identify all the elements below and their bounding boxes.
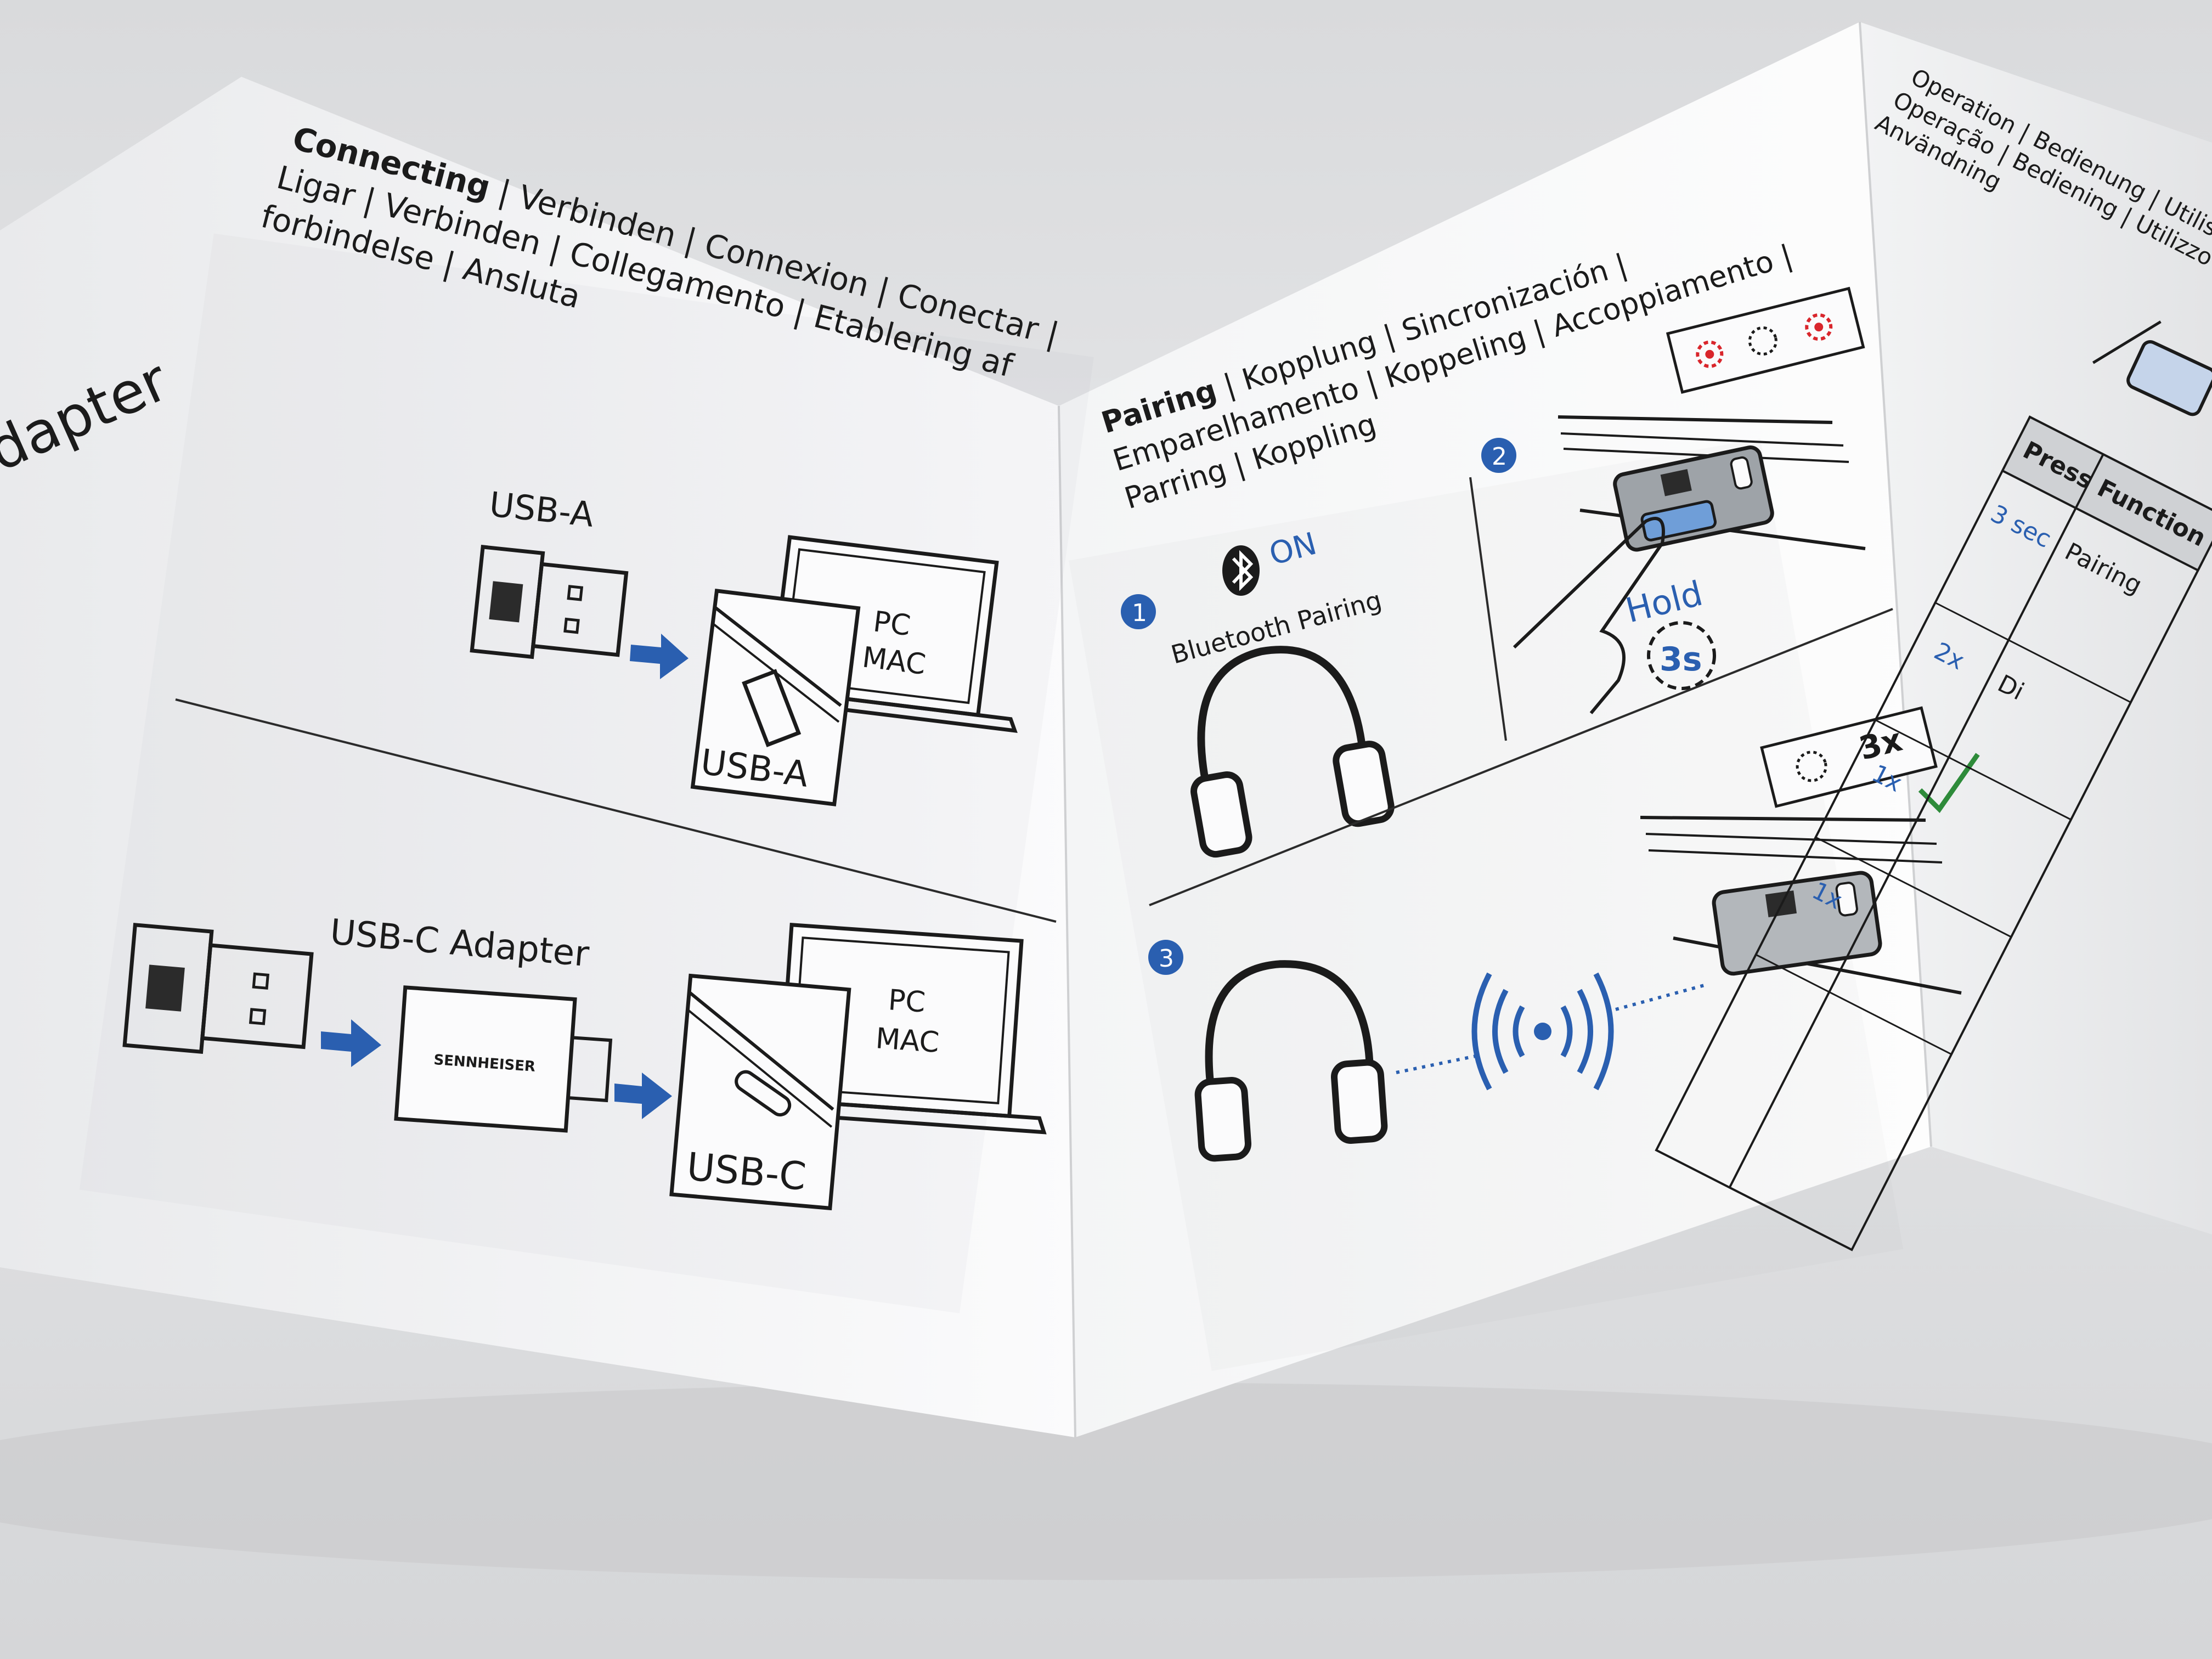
arrow-right-icon-3 [614, 1073, 672, 1119]
step-1-number: 1 [1132, 599, 1147, 627]
led-indicator-box [1666, 286, 1865, 394]
right-page [1860, 22, 2212, 1234]
timer-ring-icon [1647, 621, 1716, 690]
step-2-badge [1481, 438, 1516, 473]
left-divider [175, 698, 1057, 923]
show-through-left [79, 233, 1094, 1313]
blink-indicator-box [1760, 706, 1938, 808]
step-1-badge [1121, 594, 1156, 629]
finger-icon [1513, 517, 1665, 714]
step-divider-vertical [1469, 477, 1507, 741]
step-3-number: 3 [1159, 945, 1174, 973]
usb-c-adapter [394, 985, 613, 1133]
show-through-mid [1069, 438, 1904, 1371]
usb-c-port-label: USB-C [685, 1144, 808, 1199]
dotted-link-2 [1615, 983, 1707, 1011]
mac-label: MAC [860, 641, 927, 681]
usb-a-port-panel [690, 589, 861, 806]
fold-right [1859, 21, 1932, 1147]
dongle-side-icon [2092, 320, 2212, 416]
mac-label-2: MAC [874, 1022, 940, 1059]
pc-label: PC [871, 605, 912, 642]
arrow-right-icon [630, 634, 689, 679]
middle-divider [1149, 608, 1893, 906]
checkmark-icon [1918, 753, 1980, 813]
step-3-badge [1148, 940, 1183, 975]
step-2-number: 2 [1492, 443, 1507, 471]
bluetooth-icon [1222, 545, 1260, 596]
headphones-icon [1190, 646, 1395, 858]
dongle-paired [1712, 871, 1882, 976]
pc-label-2: PC [887, 984, 927, 1019]
usb-a-dongle [470, 545, 629, 659]
fold-left [1058, 405, 1076, 1438]
usb-c-port-panel [669, 973, 851, 1211]
headphones-icon-2 [1194, 960, 1388, 1162]
arrow-right-icon-2 [321, 1019, 381, 1067]
hold-duration: 3s [1660, 640, 1702, 679]
dongle-pressed [1613, 445, 1774, 552]
wireless-signal-icon [1471, 972, 1614, 1091]
usb-a-dongle-2 [122, 923, 314, 1054]
